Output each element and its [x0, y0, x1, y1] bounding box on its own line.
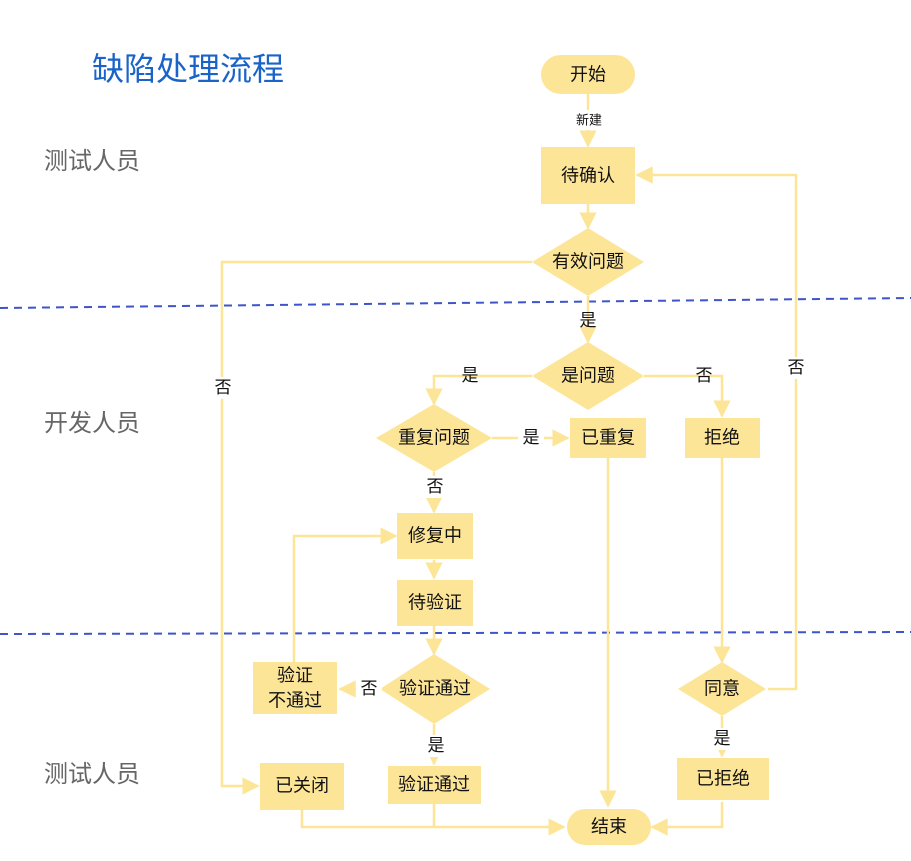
- node-verified: 验证通过: [388, 766, 481, 804]
- node-reject-label: 拒绝: [704, 428, 740, 449]
- edge-agree-no-to-pending: [635, 166, 798, 691]
- edge-label-is-issue-yes: 是: [462, 366, 479, 386]
- node-pending-verify-label: 待验证: [408, 593, 462, 614]
- edge-rejected-to-end: [650, 802, 724, 836]
- edge-label-verify-no: 否: [361, 679, 378, 699]
- node-closed-label: 已关闭: [275, 776, 329, 797]
- node-valid-issue-label: 有效问题: [552, 252, 624, 273]
- node-agree-label: 同意: [704, 679, 740, 700]
- page-title: 缺陷处理流程: [92, 50, 285, 88]
- node-duplicate-issue: 重复问题: [376, 404, 492, 472]
- lane-divider-1: [0, 297, 911, 309]
- node-fixing: 修复中: [397, 513, 473, 559]
- node-pending-confirm-label: 待确认: [561, 166, 615, 187]
- edge-fail-to-fixing: [292, 527, 398, 662]
- node-duplicate-issue-label: 重复问题: [398, 428, 470, 449]
- edge-label-dup-no: 否: [427, 477, 444, 497]
- node-end-label: 结束: [591, 817, 627, 838]
- node-verified-label: 验证通过: [398, 775, 470, 796]
- edge-label-valid-yes: 是: [580, 311, 597, 331]
- node-verify-fail-label-2: 不通过: [268, 691, 322, 712]
- node-duplicated-label: 已重复: [581, 428, 635, 449]
- node-fixing-label: 修复中: [408, 526, 462, 547]
- node-verify-pass-decision: 验证通过: [380, 654, 490, 724]
- edge-label-agree-yes: 是: [714, 729, 731, 749]
- edge-closed-to-end: [300, 808, 566, 836]
- node-duplicated: 已重复: [570, 418, 646, 458]
- edge-is-issue-yes-to-dup: [425, 374, 532, 406]
- edge-label-dup-yes: 是: [523, 428, 540, 448]
- node-agree: 同意: [678, 662, 766, 716]
- node-is-issue-label: 是问题: [561, 366, 615, 387]
- node-end: 结束: [567, 809, 651, 845]
- node-is-issue: 是问题: [532, 342, 644, 410]
- edge-is-issue-no-to-reject: [644, 374, 731, 418]
- edge-valid-no-to-closed: [220, 260, 532, 795]
- edge-label-valid-no: 否: [215, 378, 232, 398]
- node-start-label: 开始: [570, 65, 606, 86]
- edge-label-create: 新建: [576, 113, 602, 129]
- node-verify-fail: 验证 不通过: [253, 662, 337, 714]
- edge-label-agree-no: 否: [788, 358, 805, 378]
- node-rejected-label: 已拒绝: [696, 769, 750, 790]
- edge-label-verify-yes: 是: [428, 736, 445, 756]
- edge-label-is-issue-no: 否: [696, 366, 713, 386]
- lane-divider-2: [0, 631, 911, 635]
- lane-label-tester-bottom: 测试人员: [44, 760, 140, 788]
- node-verify-pass-decision-label: 验证通过: [399, 679, 471, 700]
- node-start: 开始: [541, 55, 635, 94]
- node-pending-confirm: 待确认: [541, 147, 635, 204]
- lane-label-tester-top: 测试人员: [44, 147, 140, 175]
- node-rejected: 已拒绝: [677, 758, 769, 800]
- lane-label-developer: 开发人员: [44, 409, 140, 437]
- node-valid-issue: 有效问题: [532, 228, 644, 296]
- node-verify-fail-label-1: 验证: [277, 666, 313, 687]
- node-reject: 拒绝: [685, 418, 760, 458]
- node-pending-verify: 待验证: [397, 580, 473, 626]
- node-closed: 已关闭: [260, 763, 344, 810]
- connectors: [220, 94, 798, 836]
